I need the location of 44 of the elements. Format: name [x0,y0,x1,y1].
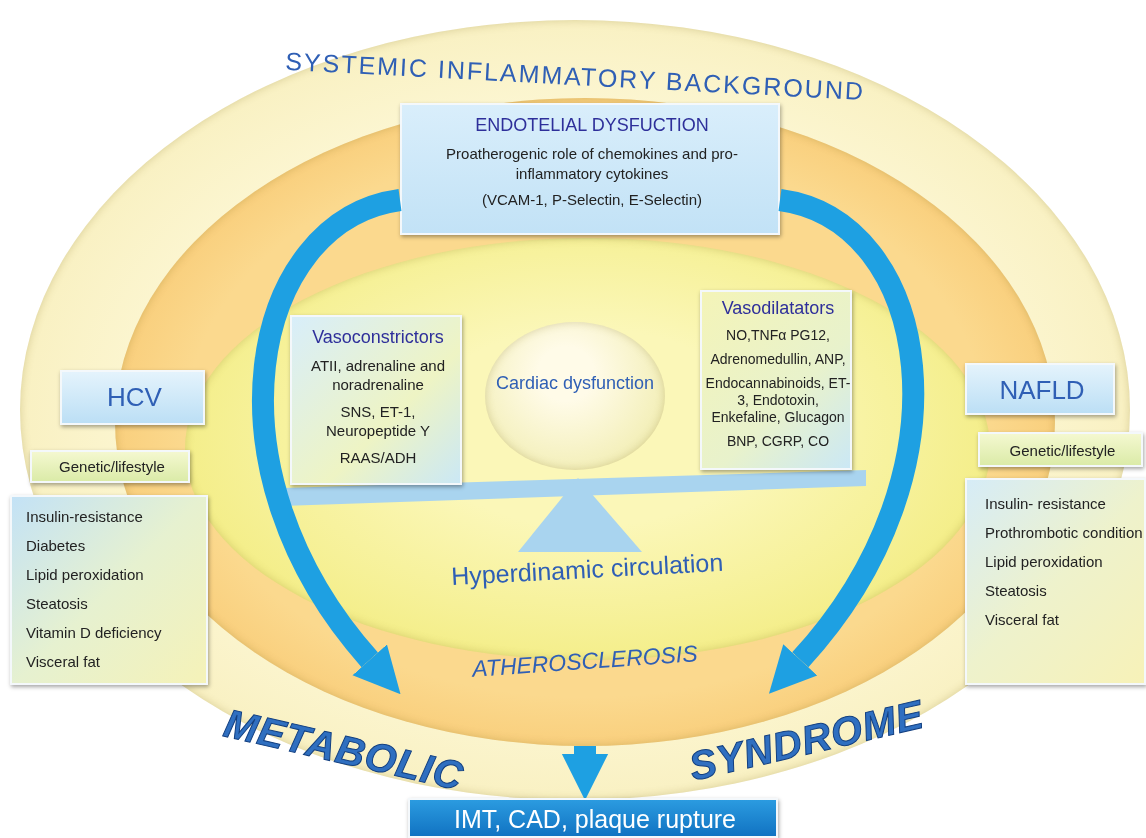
body-text: NO,TNFα PG12, [726,327,830,344]
body-text: Genetic/lifestyle [1009,442,1116,459]
curved-arrow [771,189,924,696]
body-text: (VCAM-1, P-Selectin, E-Selectin) [480,190,704,210]
banner-text: IMT, CAD, plaque rupture [453,805,737,834]
band-title: ATHEROSCLEROSIS [471,640,699,683]
box-title: HCV [107,382,162,413]
body-text: Cardiac dysfunction [495,372,655,394]
info-panel [400,103,780,235]
list-item: Steatosis [985,581,1047,600]
panel-heading: Vasoconstrictors [312,327,444,348]
band-title: SYSTEMIC INFLAMMATORY BACKGROUND [284,46,866,107]
body-text: BNP, CGRP, CO [726,433,830,450]
list-item: Visceral fat [26,652,100,671]
curved-arrow [252,189,403,697]
result-banner [408,798,778,838]
body-text: Genetic/lifestyle [59,458,165,475]
list-item: Diabetes [26,536,86,555]
body-text: ATII, adrenaline and noradrenaline [310,356,446,394]
label-box [60,370,205,425]
label-box [965,363,1115,415]
tag-box [978,432,1143,467]
body-text: RAAS/ADH [339,448,417,467]
body-text: Adrenomedullin, ANP, [710,351,846,368]
curved-arrow [561,746,609,801]
list-item: Steatosis [26,594,88,613]
box-title: NAFLD [999,375,1085,406]
list-item: Lipid peroxidation [985,552,1103,571]
list-item: Lipid peroxidation [26,565,144,584]
band-title: Hyperdinamic circulation [450,547,725,592]
list-panel [965,478,1146,685]
list-item: Insulin- resistance [985,494,1106,513]
list-item: Vitamin D deficiency [26,623,162,642]
body-text: SNS, ET-1, Neuropeptide Y [325,402,431,440]
body-text: Endocannabinoids, ET-3, Endotoxin, Enkefaline, Glucagon [704,375,852,426]
list-item: Visceral fat [985,610,1059,629]
list-item: Insulin-resistance [26,507,143,526]
panel-heading: Vasodilatators [721,298,835,319]
info-panel [700,290,852,470]
list-item: Prothrombotic condition [985,523,1143,542]
body-text: Proatherogenic role of chemokines and pro-inflammatory cytokines [445,144,739,184]
tag-box [30,450,190,483]
panel-heading: ENDOTELIAL DYSFUCTION [475,115,709,136]
info-panel [290,315,462,485]
